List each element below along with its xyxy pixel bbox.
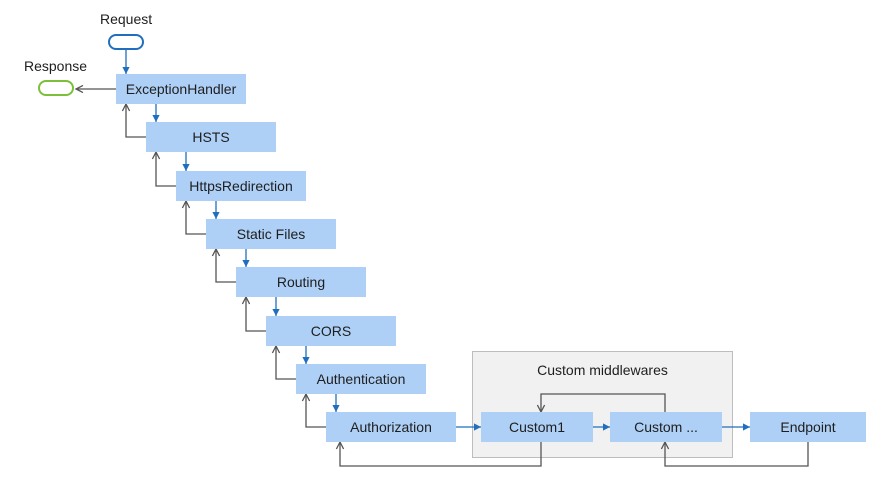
return-arrow-4-head bbox=[211, 247, 221, 257]
forward-arrow-2-head bbox=[182, 164, 190, 171]
return-arrow-2-head bbox=[151, 150, 161, 160]
return-arrow-3-head bbox=[181, 199, 191, 209]
custom1-to-custom-ellipsis-arrow-head bbox=[603, 423, 610, 431]
return-arrow-7 bbox=[305, 394, 326, 428]
custom-ellipsis-return-arrow bbox=[540, 393, 666, 412]
custom-ellipsis-to-endpoint-arrow-head bbox=[743, 423, 750, 431]
custom1-box: Custom1 bbox=[481, 412, 593, 442]
exceptionhandler-box: ExceptionHandler bbox=[116, 74, 246, 104]
return-arrow-2 bbox=[155, 152, 176, 187]
httpsredirection-box: HttpsRedirection bbox=[176, 171, 306, 201]
response-label: Response bbox=[24, 58, 88, 74]
authentication-box: Authentication bbox=[296, 364, 426, 394]
request-pill bbox=[108, 34, 144, 50]
authorization-to-custom1-arrow-head bbox=[474, 423, 481, 431]
return-arrow-7-head bbox=[301, 392, 311, 402]
endpoint-return-arrow bbox=[664, 442, 809, 467]
request-arrow-head bbox=[122, 67, 130, 74]
custom-middlewares-title: Custom middlewares bbox=[537, 362, 668, 378]
authorization-box: Authorization bbox=[326, 412, 456, 442]
forward-arrow-1-head bbox=[152, 115, 160, 122]
forward-arrow-3-head bbox=[212, 212, 220, 219]
return-arrow-6 bbox=[275, 346, 296, 380]
response-arrow-head bbox=[74, 84, 84, 94]
routing-box: Routing bbox=[236, 267, 366, 297]
custom-ellipsis-box: Custom ... bbox=[610, 412, 722, 442]
forward-arrow-4-head bbox=[242, 260, 250, 267]
return-arrow-4 bbox=[215, 249, 236, 283]
static-files-box: Static Files bbox=[206, 219, 336, 249]
hsts-box: HSTS bbox=[146, 122, 276, 152]
return-arrow-5 bbox=[245, 297, 266, 332]
response-pill bbox=[38, 80, 74, 96]
forward-arrow-6-head bbox=[302, 357, 310, 364]
custom1-return-arrow-head bbox=[335, 440, 345, 450]
cors-box: CORS bbox=[266, 316, 396, 346]
return-arrow-1-head bbox=[121, 102, 131, 112]
request-label: Request bbox=[100, 11, 153, 27]
return-arrow-1 bbox=[125, 104, 146, 138]
forward-arrow-7-head bbox=[332, 405, 340, 412]
endpoint-return-arrow-head bbox=[660, 440, 670, 450]
custom1-return-arrow bbox=[339, 442, 542, 467]
return-arrow-3 bbox=[185, 201, 206, 235]
return-arrow-5-head bbox=[241, 295, 251, 305]
endpoint-box: Endpoint bbox=[750, 412, 866, 442]
forward-arrow-5-head bbox=[272, 309, 280, 316]
return-arrow-6-head bbox=[271, 344, 281, 354]
